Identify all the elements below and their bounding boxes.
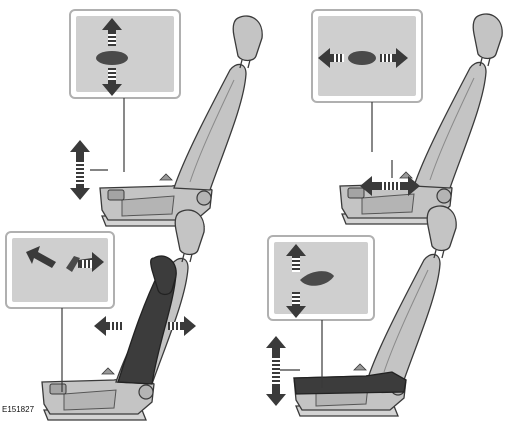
switch-knob [96,51,128,65]
recline-side-arrows-icon [94,316,196,336]
figure-code: E151827 [2,405,35,414]
switch-knob [348,51,376,65]
height-arrow-icon [70,140,90,200]
left-arrow-icon [318,48,344,68]
panel-seat-fore-aft [311,9,503,225]
switch-knob [300,271,334,286]
panel-backrest-recline [5,209,205,421]
panel-cushion-tilt [266,205,457,417]
panel-seat-height [69,9,263,227]
cushion-highlight [293,371,407,395]
switch-inset-fore-aft [311,9,423,103]
switch-knob [66,256,80,272]
switch-inset-tilt [267,235,375,321]
switch-inset-height [69,9,181,99]
fore-aft-arrow-icon [360,176,420,196]
tilt-arrow-icon [266,336,286,406]
recline-back-arrow-icon [26,246,56,268]
headrest-highlight [150,255,177,296]
switch-inset-recline [5,231,115,309]
